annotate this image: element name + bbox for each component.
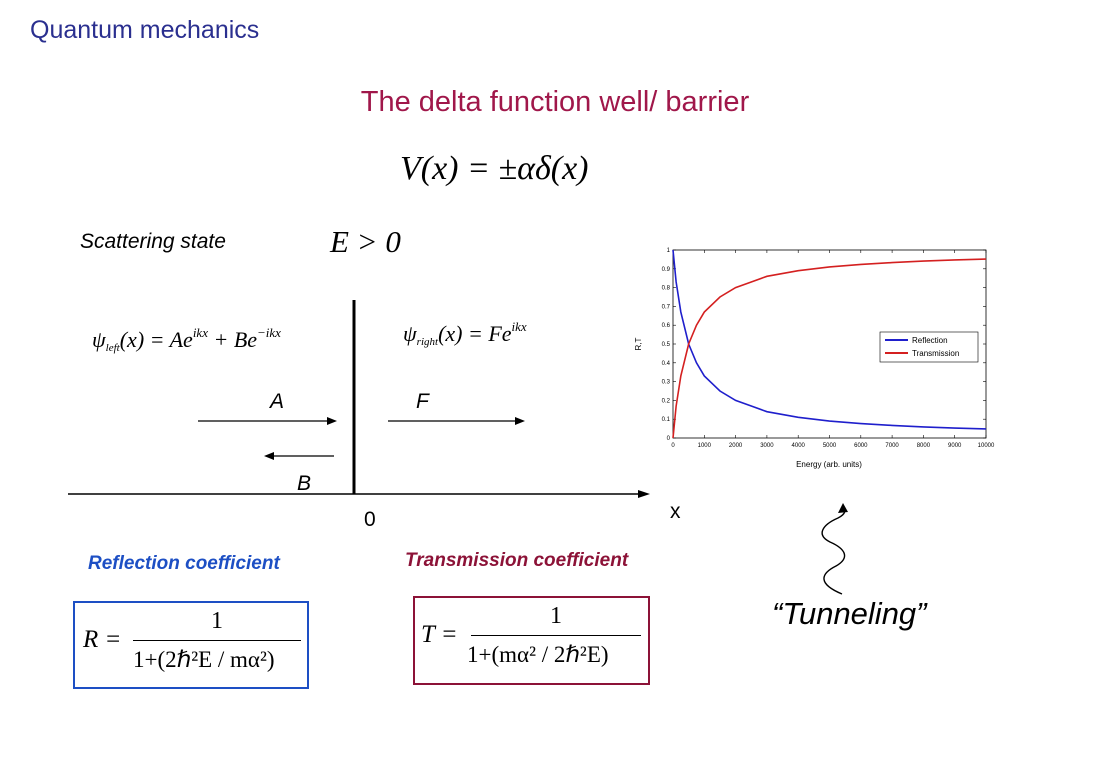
psi-left-middle: + Be — [207, 327, 258, 352]
x-tick-label: 5000 — [823, 443, 837, 449]
series-line-reflection — [672, 249, 987, 430]
transmission-denominator: 1+(mα² / 2ℏ²E) — [467, 642, 609, 667]
reflection-fraction-bar — [133, 640, 301, 641]
arrow-A-head — [327, 417, 337, 425]
psi-symbol: ψ — [403, 321, 417, 346]
psi-left-exponent-1: ikx — [192, 325, 208, 340]
legend-label-reflection: Reflection — [912, 336, 948, 345]
x-axis-label: x — [670, 500, 681, 523]
x-tick-label: 9000 — [948, 443, 962, 449]
psi-left-exponent-2: −ikx — [257, 325, 281, 340]
x-tick-label: 7000 — [885, 443, 899, 449]
psi-right-exponent: ikx — [511, 319, 527, 334]
y-tick-label: 0 — [667, 436, 671, 442]
y-tick-label: 0.4 — [662, 361, 671, 367]
label-B: B — [297, 472, 312, 495]
psi-subscript: left — [105, 342, 120, 354]
psi-left-formula: ψleft(x) = Aeikx + Be−ikx — [92, 325, 281, 354]
psi-symbol: ψ — [92, 327, 106, 352]
y-tick-label: 1 — [667, 248, 671, 254]
arrow-F-head — [515, 417, 525, 425]
reflection-lhs: R = — [83, 626, 122, 653]
scattering-state-label: Scattering state — [80, 230, 226, 253]
x-tick-label: 10000 — [978, 443, 995, 449]
y-tick-label: 0.5 — [662, 342, 671, 348]
x-tick-label: 8000 — [917, 443, 931, 449]
y-tick-label: 0.7 — [662, 304, 671, 310]
tunneling-label: “Tunneling” — [772, 596, 927, 631]
y-tick-label: 0.2 — [662, 398, 671, 404]
header-title: Quantum mechanics — [30, 16, 260, 44]
energy-condition: E > 0 — [330, 224, 401, 259]
series-line-transmission — [672, 258, 987, 439]
transmission-lhs: T = — [421, 621, 458, 648]
origin-label: 0 — [364, 508, 376, 531]
arrow-B-head — [264, 452, 274, 460]
reflection-coefficient-label: Reflection coefficient — [88, 553, 280, 574]
legend-label-transmission: Transmission — [912, 349, 959, 358]
x-tick-label: 0 — [671, 443, 675, 449]
squiggle-arrow — [821, 505, 846, 595]
potential-formula: V(x) = ±αδ(x) — [400, 150, 589, 187]
slide-title: The delta function well/ barrier — [360, 86, 750, 118]
y-tick-label: 0.1 — [662, 417, 671, 423]
legend: Reflection Transmission — [879, 331, 979, 363]
transmission-numerator: 1 — [550, 603, 562, 629]
y-tick-label: 0.9 — [662, 267, 671, 273]
y-tick-label: 0.8 — [662, 286, 671, 292]
psi-subscript: right — [416, 336, 439, 348]
x-tick-label: 1000 — [698, 443, 712, 449]
x-tick-label: 4000 — [792, 443, 806, 449]
squiggle-arrowhead — [838, 503, 848, 513]
psi-left-body: (x) = Ae — [119, 327, 193, 352]
x-axis-arrowhead — [638, 490, 650, 498]
chart-y-axis-label: R,T — [634, 337, 643, 350]
label-A: A — [270, 390, 285, 413]
psi-right-formula: ψright(x) = Feikx — [403, 319, 527, 348]
reflection-formula-box: R = 1 1+(2ℏ²E / mα²) — [73, 601, 309, 689]
chart-x-axis-label: Energy (arb. units) — [796, 460, 862, 469]
transmission-formula-box: T = 1 1+(mα² / 2ℏ²E) — [413, 596, 650, 685]
x-tick-label: 6000 — [854, 443, 868, 449]
y-tick-label: 0.6 — [662, 323, 671, 329]
legend-box — [879, 331, 979, 363]
label-F: F — [416, 390, 429, 413]
x-tick-label: 2000 — [729, 443, 743, 449]
series-lines — [672, 249, 987, 439]
transmission-coefficient-label: Transmission coefficient — [405, 550, 629, 571]
transmission-fraction-bar — [471, 635, 641, 636]
scattering-diagram — [68, 300, 848, 595]
y-tick-label: 0.3 — [662, 380, 671, 386]
psi-right-body: (x) = Fe — [438, 321, 512, 346]
x-tick-label: 3000 — [760, 443, 774, 449]
reflection-denominator: 1+(2ℏ²E / mα²) — [133, 647, 275, 672]
reflection-numerator: 1 — [211, 608, 223, 634]
